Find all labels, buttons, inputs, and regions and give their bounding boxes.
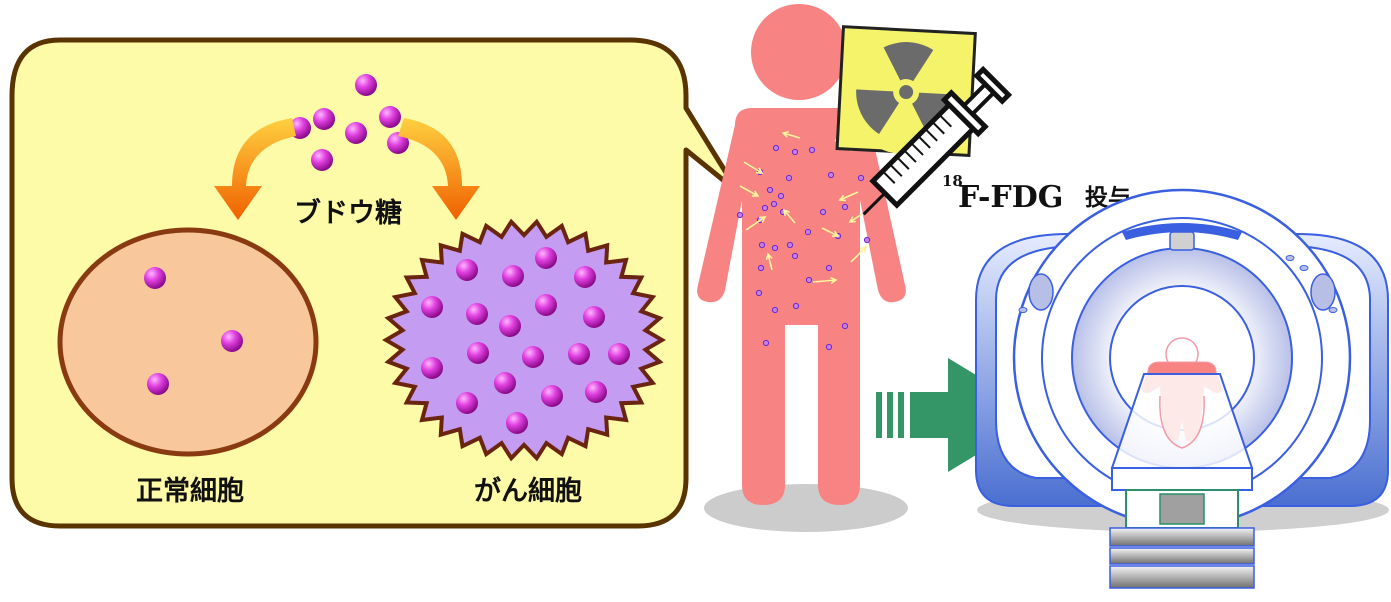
- fdg-flow-arrow: [812, 279, 837, 283]
- fdg-dot: [785, 174, 793, 182]
- fdg-flow-arrowhead: [848, 216, 857, 223]
- fdg-dot: [804, 228, 812, 236]
- fdg-flow-arrowhead: [781, 130, 790, 138]
- fdg-flow-arrow: [739, 185, 759, 197]
- fdg-dot: [736, 211, 744, 219]
- fdg-flow-arrowhead: [860, 245, 868, 253]
- cancer-cell: [382, 218, 666, 462]
- figure-shadow: [704, 484, 908, 532]
- fdg-flow-arrow: [821, 227, 839, 237]
- fdg-flow-arrow: [767, 253, 773, 271]
- fdg-dot: [758, 241, 766, 249]
- tracer-superscript: 18: [942, 172, 963, 190]
- fdg-dot: [808, 146, 816, 154]
- fdg-dot: [825, 264, 833, 272]
- fdg-dot: [825, 343, 833, 351]
- fdg-dot: [755, 289, 763, 297]
- scanner-right-light: [1310, 273, 1336, 311]
- fdg-flow-arrow: [743, 161, 763, 174]
- fdg-dot: [757, 264, 765, 272]
- pet-scanner: [975, 188, 1389, 589]
- fdg-flow-arrow: [745, 216, 766, 231]
- fdg-dot: [770, 200, 778, 208]
- fdg-flow-arrowhead: [782, 208, 790, 217]
- glucose-label: ブドウ糖: [294, 197, 402, 229]
- fdg-dot: [841, 203, 849, 211]
- fdg-dot: [762, 339, 770, 347]
- glucose-uptake-arrows: [214, 118, 480, 220]
- fdg-flow-arrow: [839, 191, 859, 201]
- fdg-flow-arrow: [850, 246, 867, 263]
- fdg-dot: [863, 236, 871, 244]
- fdg-dot: [791, 252, 799, 260]
- fdg-dot: [819, 208, 827, 216]
- syringe-icon: [862, 65, 1013, 216]
- fdg-flow-arrowhead: [758, 216, 767, 223]
- fdg-flow-arrowhead: [838, 194, 847, 202]
- fdg-dot: [805, 276, 813, 284]
- fdg-flow-arrowhead: [765, 252, 773, 261]
- normal-cell: [57, 227, 319, 457]
- fdg-dot: [791, 148, 799, 156]
- tracer-name: F-FDG: [958, 180, 1063, 215]
- fdg-dot: [857, 174, 865, 182]
- fdg-flow-arrow: [782, 132, 801, 139]
- fdg-flow-arrow: [783, 209, 796, 224]
- fdg-dot: [772, 144, 780, 152]
- fdg-dot: [841, 322, 849, 330]
- scanner-pedestal: [1109, 489, 1255, 589]
- cancer-cell-label: がん細胞: [474, 475, 582, 507]
- fdg-dot: [771, 306, 779, 314]
- fdg-flow-arrowhead: [751, 190, 760, 197]
- normal-cell-label: 正常細胞: [136, 476, 244, 507]
- fdg-dot: [771, 244, 779, 252]
- fdg-flow-arrowhead: [830, 276, 838, 284]
- figure-body: [697, 108, 906, 505]
- fdg-dot: [766, 186, 774, 194]
- fdg-dot: [827, 171, 835, 179]
- arrow-to-normal-cell: [214, 118, 296, 220]
- figure-head: [751, 4, 847, 100]
- fdg-flow-arrowhead: [831, 230, 840, 238]
- scanner-left-light: [1028, 273, 1054, 311]
- fdg-dot: [792, 302, 800, 310]
- fdg-flow-arrow: [849, 213, 863, 223]
- fdg-distribution: [736, 144, 871, 351]
- arrow-to-cancer-cell: [398, 118, 480, 220]
- fdg-dot: [761, 204, 769, 212]
- fdg-flow-arrowhead: [755, 167, 764, 174]
- patient-figure: [697, 4, 908, 532]
- fdg-dot: [777, 192, 785, 200]
- fdg-dot: [786, 241, 794, 249]
